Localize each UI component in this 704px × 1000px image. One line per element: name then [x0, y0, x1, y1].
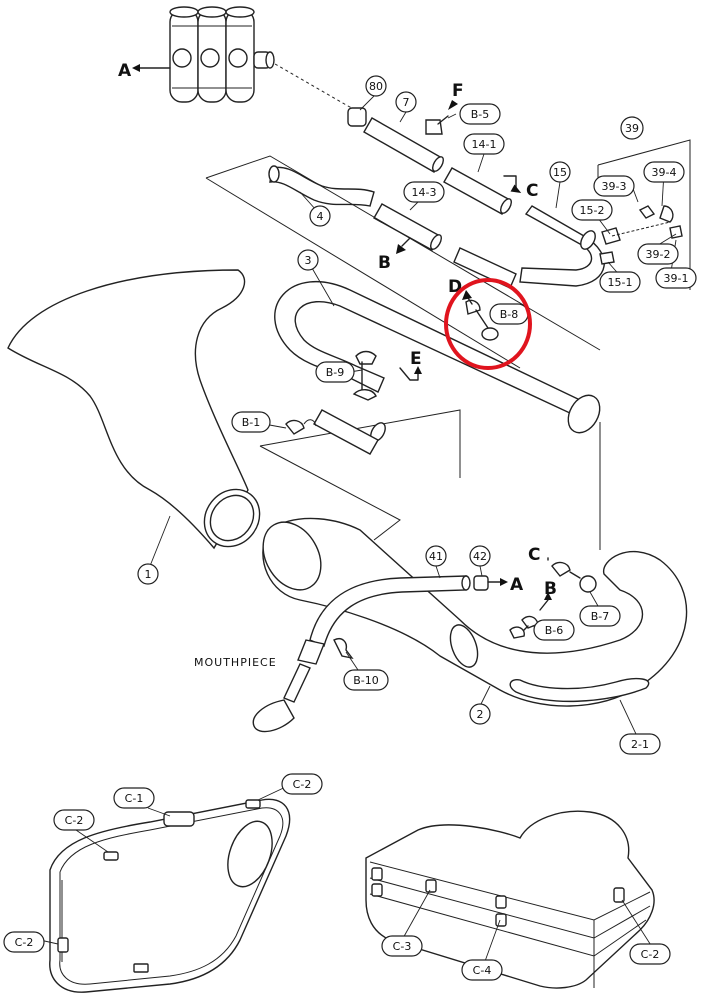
letter-c-top: C	[526, 181, 538, 201]
callout-b-7: B-7	[591, 610, 610, 623]
letter-b-top: B	[378, 253, 391, 273]
bell-1	[7, 269, 261, 550]
callout-15-1: 15-1	[608, 276, 633, 289]
case-left	[49, 798, 291, 993]
letter-b-bottom: B	[544, 579, 557, 599]
callout-c-3: C-3	[393, 940, 412, 953]
leadpipe-41	[252, 575, 489, 733]
callout-39-3: 39-3	[602, 180, 627, 193]
callout-c-1: C-1	[125, 792, 144, 805]
callout-b-1: B-1	[242, 416, 261, 429]
callout-14-1: 14-1	[472, 138, 497, 151]
callout-c-2-left-side: C-2	[15, 936, 34, 949]
callout-15-2: 15-2	[580, 204, 605, 217]
callout-b-6: B-6	[545, 624, 564, 637]
callout-c-4: C-4	[473, 964, 492, 977]
letter-c-bottom: C	[528, 545, 540, 565]
callout-4: 4	[317, 210, 324, 223]
reference-letters: A F C B D E C B A	[118, 61, 557, 599]
callout-39: 39	[625, 122, 639, 135]
valve-block	[132, 6, 275, 103]
callout-15: 15	[553, 166, 567, 179]
callouts: 80 7 14-1 15 39 39-3 39-4 15-2 39-2 15-1…	[3, 75, 697, 981]
callout-42: 42	[473, 550, 487, 563]
callout-2-1: 2-1	[631, 738, 649, 751]
callout-b-8: B-8	[500, 308, 519, 321]
letter-f: F	[452, 81, 464, 101]
part-39-clamps	[599, 205, 683, 265]
callout-7: 7	[403, 96, 410, 109]
callout-c-2-left-top: C-2	[65, 814, 84, 827]
callout-41: 41	[429, 550, 443, 563]
callout-b-9: B-9	[326, 366, 345, 379]
letter-e: E	[410, 349, 422, 369]
callout-c-2-case-right: C-2	[641, 948, 660, 961]
callout-3: 3	[305, 254, 312, 267]
callout-1: 1	[145, 568, 152, 581]
callout-14-3: 14-3	[412, 186, 437, 199]
callout-39-4: 39-4	[652, 166, 677, 179]
callout-80: 80	[369, 80, 383, 93]
reference-arrows	[396, 175, 552, 611]
callout-b-5: B-5	[471, 108, 490, 121]
callout-39-2: 39-2	[646, 248, 671, 261]
highlight-circle-b-8	[444, 278, 532, 370]
callout-c-2-right-top: C-2	[293, 778, 312, 791]
callout-2: 2	[477, 708, 484, 721]
letter-a-top: A	[118, 61, 132, 81]
callout-39-1: 39-1	[664, 272, 689, 285]
callout-b-10: B-10	[353, 674, 379, 687]
mouthpiece-label: MOUTHPIECE	[194, 656, 277, 669]
case-right	[365, 810, 655, 989]
main-body-2	[262, 517, 688, 707]
letter-a-bottom: A	[510, 575, 524, 595]
